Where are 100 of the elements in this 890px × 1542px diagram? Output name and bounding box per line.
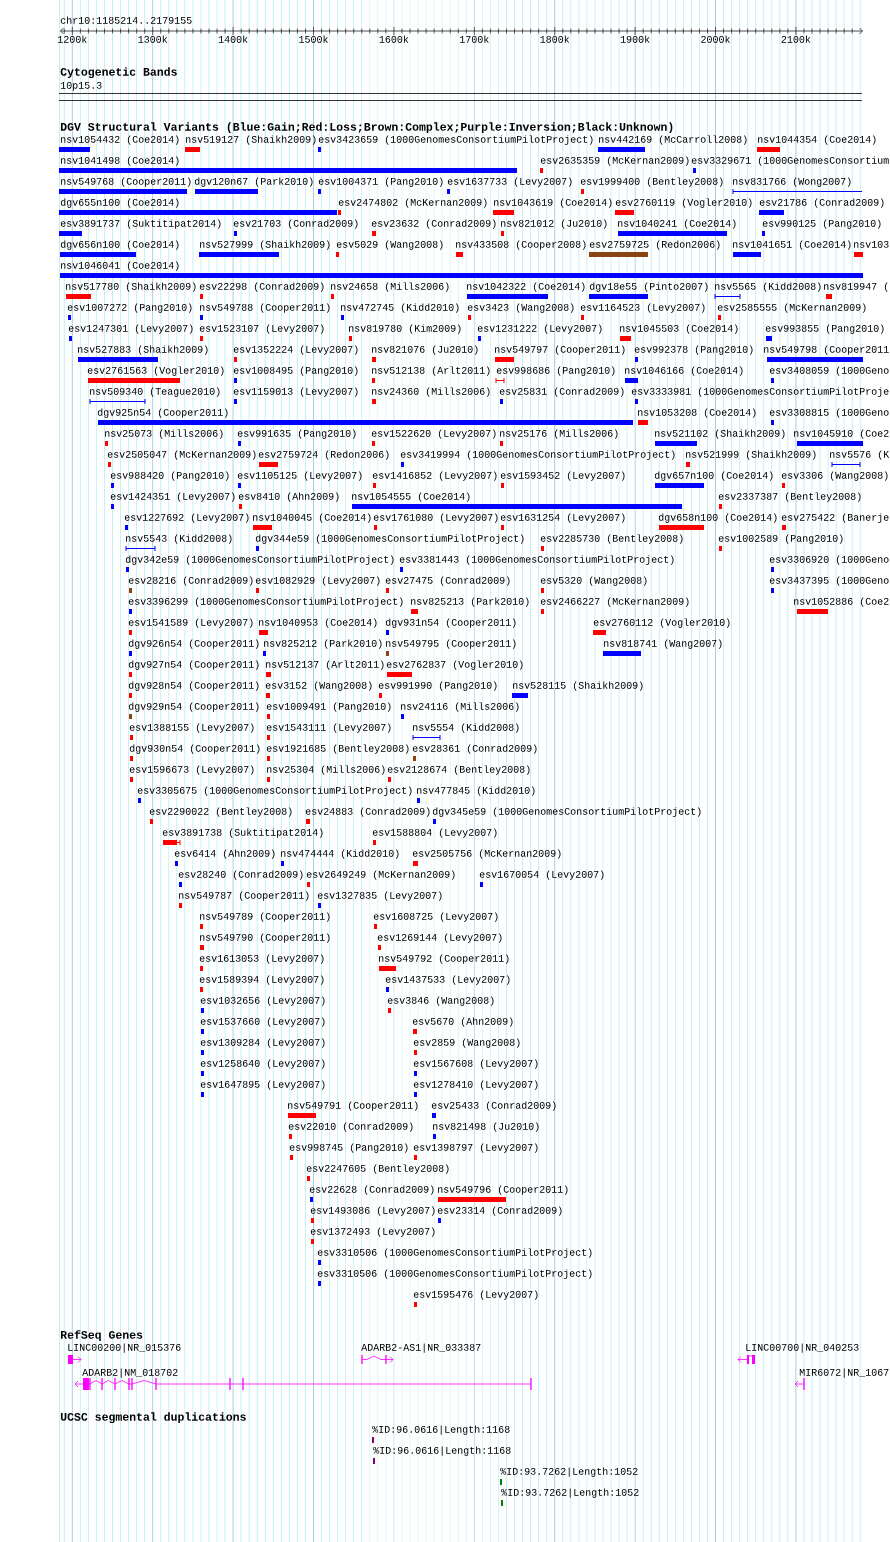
variant-label: esv1278410 (Levy2007) <box>413 1080 538 1090</box>
variant-label: esv1761080 (Levy2007) <box>373 513 498 523</box>
variant-label: nsv474444 (Kidd2010) <box>281 849 399 859</box>
tick-label: 1600k <box>379 35 409 43</box>
variant-label: esv3423 (Wang2008) <box>467 303 574 313</box>
variant-label: esv2635359 (McKernan2009) <box>540 156 689 166</box>
variant-label: dgv928n54 (Cooper2011) <box>128 681 259 691</box>
variant-label: esv1921685 (Bentley2008) <box>266 744 409 754</box>
variant-label: esv3423659 (1000GenomesConsortiumPilotProject) <box>318 135 593 145</box>
variant-label: esv3891737 (Suktitipat2014) <box>60 219 221 229</box>
variant-label: nsv549792 (Cooper2011) <box>379 954 509 964</box>
variant-label: nsv549796 (Cooper2011) <box>438 1185 568 1195</box>
variant-label: esv1105125 (Levy2007) <box>237 471 362 481</box>
variant-label: esv1567608 (Levy2007) <box>413 1059 538 1069</box>
gene-label: ADARB2|NM_018702 <box>82 1368 178 1378</box>
variant-label: nsv1044354 (Coe2014) <box>758 135 876 145</box>
variant-label: dgv927n54 (Cooper2011) <box>128 660 259 670</box>
variant-label: esv1588804 (Levy2007) <box>372 828 497 838</box>
variant-label: esv1589394 (Levy2007) <box>199 975 324 985</box>
variant-label: esv1537660 (Levy2007) <box>200 1017 325 1027</box>
variant-label: esv1388155 (Levy2007) <box>129 723 254 733</box>
variant-label: esv23314 (Conrad2009) <box>437 1206 562 1216</box>
variant-label: esv1009491 (Pang2010) <box>266 702 391 712</box>
variant-label: esv2290022 (Bentley2008) <box>149 807 292 817</box>
variant-label: esv2760119 (Vogler2010) <box>615 198 752 208</box>
variant-label: esv22628 (Conrad2009) <box>309 1185 434 1195</box>
variant-label: nsv527999 (Shaikh2009) <box>200 240 330 250</box>
variant-label: nsv819947 ( <box>824 282 888 292</box>
variant-label: esv993855 (Pang2010) <box>765 324 884 334</box>
variant-label: nsv549790 (Cooper2011) <box>200 933 330 943</box>
variant-label: esv1082929 (Levy2007) <box>255 576 380 586</box>
variant-label: nsv549795 (Cooper2011) <box>386 639 516 649</box>
variant-label: esv1004371 (Pang2010) <box>318 177 443 187</box>
variant-label: nsv549788 (Cooper2011) <box>200 303 330 313</box>
variant-label: dgv929n54 (Cooper2011) <box>128 702 259 712</box>
variant-label: nsv831766 (Wong2007) <box>733 177 851 187</box>
variant-label: nsv5576 (K <box>830 450 890 460</box>
variant-label: nsv821012 (Ju2010) <box>501 219 607 229</box>
variant-label: nsv103 <box>854 240 889 248</box>
variant-label: esv992378 (Pang2010) <box>634 345 753 355</box>
variant-label: esv1372493 (Levy2007) <box>310 1227 435 1237</box>
variant-label: nsv5543 (Kidd2008) <box>126 534 232 544</box>
variant-label: esv1164523 (Levy2007) <box>580 303 705 313</box>
variant-label: esv1227692 (Levy2007) <box>124 513 249 523</box>
variant-label: esv1032656 (Levy2007) <box>200 996 325 1006</box>
variant-label: nsv24360 (Mills2006) <box>372 387 490 397</box>
position-label: chr10:1185214..2179155 <box>60 16 192 24</box>
variant-label: nsv512137 (Arlt2011) <box>266 660 384 670</box>
variant-label: nsv549798 (Cooper2011 <box>764 345 889 355</box>
variant-label: esv1596673 (Levy2007) <box>129 765 254 775</box>
variant-label: nsv549791 (Cooper2011) <box>288 1101 418 1111</box>
variant-label: esv1269144 (Levy2007) <box>377 933 502 943</box>
variant-label: esv2474802 (McKernan2009) <box>338 198 487 208</box>
gene-label: MIR6072|NR_1067 <box>799 1368 889 1378</box>
variant-label: dgv926n54 (Cooper2011) <box>128 639 259 649</box>
variant-label: esv6414 (Ahn2009) <box>174 849 275 859</box>
tick-label: 1900k <box>620 35 650 43</box>
variant-label: nsv517780 (Shaikh2009) <box>66 282 196 292</box>
variant-label: esv2337387 (Bentley2008) <box>718 492 861 502</box>
variant-label: nsv433508 (Cooper2008) <box>456 240 586 250</box>
variant-label: nsv1045910 (Coe2 <box>794 429 889 439</box>
tick-label: 1700k <box>460 35 489 43</box>
variant-label: nsv1040241 (Coe2014) <box>618 219 736 229</box>
tick-label: 1300k <box>138 35 168 43</box>
variant-label: esv1309284 (Levy2007) <box>200 1038 325 1048</box>
variant-label: nsv825212 (Park2010) <box>264 639 382 649</box>
variant-label: esv3419994 (1000GenomesConsortiumPilotProject) <box>400 450 675 460</box>
variant-label: esv3408059 (1000Geno <box>769 366 889 376</box>
band-label: 10p15.3 <box>60 81 102 91</box>
variant-label: esv27475 (Conrad2009) <box>385 576 510 586</box>
variant-label: nsv825213 (Park2010) <box>411 597 529 607</box>
variant-label: esv275422 (Banerje <box>781 513 889 523</box>
variant-label: esv1631254 (Levy2007) <box>500 513 625 523</box>
variant-label: esv1522620 (Levy2007) <box>371 429 496 439</box>
variant-label: nsv5554 (Kidd2008) <box>413 723 519 733</box>
tick-label: 1800k <box>540 35 570 43</box>
variant-label: esv5029 (Wang2008) <box>336 240 443 250</box>
variant-label: nsv24658 (Mills2006) <box>331 282 449 292</box>
variant-label: nsv25176 (Mills2006) <box>500 429 618 439</box>
variant-label: esv3396299 (1000GenomesConsortiumPilotProject) <box>128 597 403 607</box>
variant-label: nsv1041651 (Coe2014) <box>733 240 851 250</box>
track-title: UCSC segmental duplications <box>60 1412 246 1424</box>
variant-label: dgv931n54 (Cooper2011) <box>385 618 516 628</box>
variant-label: esv21786 (Conrad2009) <box>759 198 884 208</box>
variant-label: dgv345e59 (1000GenomesConsortiumPilotProject) <box>432 807 701 817</box>
track-title: Cytogenetic Bands <box>60 67 177 79</box>
variant-label: nsv819780 (Kim2009) <box>349 324 461 334</box>
variant-label: esv1159013 (Levy2007) <box>233 387 358 397</box>
variant-label: esv1523107 (Levy2007) <box>199 324 324 334</box>
variant-label: nsv521999 (Shaikh2009) <box>686 450 816 460</box>
variant-label: esv2247605 (Bentley2008) <box>306 1164 449 1174</box>
variant-label: esv1007272 (Pang2010) <box>67 303 192 313</box>
variant-label: dgv930n54 (Cooper2011) <box>129 744 260 754</box>
variant-label: nsv1040045 (Coe2014) <box>253 513 371 523</box>
duplication-label: %ID:93.7262|Length:1052 <box>500 1467 638 1477</box>
variant-label: esv3381443 (1000GenomesConsortiumPilotProject) <box>399 555 674 565</box>
variant-label: nsv549789 (Cooper2011) <box>200 912 330 922</box>
variant-label: nsv1041498 (Coe2014) <box>61 156 179 166</box>
variant-label: esv988420 (Pang2010) <box>110 471 229 481</box>
variant-label: esv1593452 (Levy2007) <box>500 471 625 481</box>
